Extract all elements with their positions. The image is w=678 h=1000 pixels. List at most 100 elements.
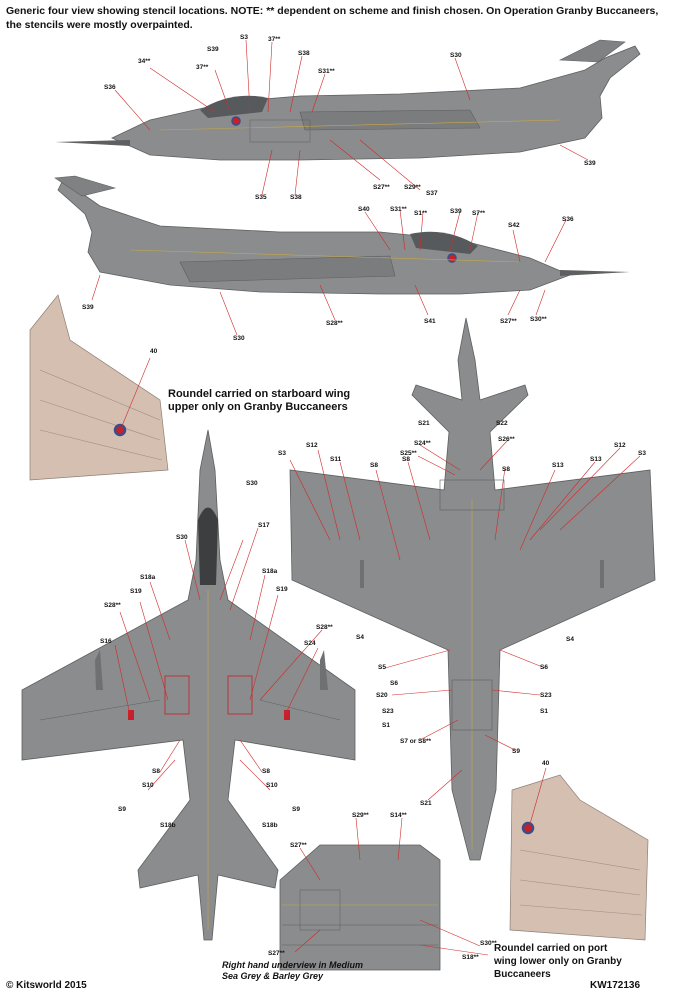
stencil-label: S19 bbox=[130, 588, 142, 595]
stencil-label: 37** bbox=[268, 36, 281, 43]
stencil-label: S3 bbox=[240, 34, 248, 41]
stencil-label: S35 bbox=[255, 194, 267, 201]
stencil-label: S13 bbox=[590, 456, 602, 463]
stencil-label: S36 bbox=[562, 216, 574, 223]
stencil-label: S10 bbox=[142, 782, 154, 789]
stencil-label: S8 bbox=[262, 768, 270, 775]
stencil-label: S8 bbox=[370, 462, 378, 469]
stencil-label: S20 bbox=[376, 692, 388, 699]
detail-underside-view bbox=[279, 844, 441, 971]
stencil-label: S9 bbox=[292, 806, 300, 813]
stencil-label: S28** bbox=[326, 320, 343, 327]
stencil-label: S42 bbox=[508, 222, 520, 229]
stencil-label: S30** bbox=[480, 940, 497, 947]
stencil-label: S10 bbox=[266, 782, 278, 789]
stencil-label: S29** bbox=[404, 184, 421, 191]
stencil-label: S7** bbox=[472, 210, 486, 217]
stencil-label: S27** bbox=[373, 184, 390, 191]
stencil-label: S18** bbox=[462, 954, 479, 961]
side-profile-starboard bbox=[55, 39, 641, 161]
stencil-label: S31** bbox=[318, 68, 335, 75]
stencil-label: S4 bbox=[566, 636, 574, 643]
stencil-label: S22 bbox=[496, 420, 508, 427]
side-profile-port bbox=[54, 175, 630, 295]
stencil-label: S14** bbox=[390, 812, 407, 819]
stencil-label: S13 bbox=[552, 462, 564, 469]
stencil-label: S18b bbox=[160, 822, 176, 829]
stencil-label: S25** bbox=[400, 450, 417, 457]
port-wing-roundel bbox=[521, 821, 535, 835]
canopy-port bbox=[410, 231, 478, 254]
stencil-label: S24** bbox=[414, 440, 431, 447]
plan-view-upper bbox=[21, 429, 356, 941]
stencil-label: S39 bbox=[207, 46, 219, 53]
stencil-label: S23 bbox=[540, 692, 552, 699]
stencil-label: S12 bbox=[614, 442, 626, 449]
starboard-roundel-note: Roundel carried on starboard wing upper … bbox=[168, 388, 351, 413]
stencil-label: 37** bbox=[196, 64, 209, 71]
stencil-label: S36 bbox=[104, 84, 116, 91]
stencil-label: S18b bbox=[262, 822, 278, 829]
wing-root bbox=[299, 109, 481, 131]
wing-sample-starboard-upper bbox=[29, 294, 169, 481]
stencil-label: S27** bbox=[290, 842, 307, 849]
stencil-label: S16 bbox=[100, 638, 112, 645]
stencil-label: S37 bbox=[426, 190, 438, 197]
plan-view-lower bbox=[289, 317, 656, 861]
stencil-label: S38 bbox=[290, 194, 302, 201]
stencil-label: S18a bbox=[140, 574, 156, 581]
stencil-label: S3 bbox=[638, 450, 646, 457]
stencil-label: S31** bbox=[390, 206, 407, 213]
stencil-label: S11 bbox=[330, 456, 342, 463]
stencil-label: S6 bbox=[540, 664, 548, 671]
stencil-label: S1** bbox=[414, 210, 428, 217]
stencil-label: S17 bbox=[258, 522, 270, 529]
stencil-label: S39 bbox=[82, 304, 94, 311]
stencil-label: S8 bbox=[152, 768, 160, 775]
stencil-label: S21 bbox=[420, 800, 432, 807]
stencil-label: S18a bbox=[262, 568, 278, 575]
tailplane bbox=[558, 39, 626, 63]
starboard-wing-roundel bbox=[113, 423, 127, 437]
stencil-label: S28** bbox=[316, 624, 333, 631]
stencil-label: S30 bbox=[246, 480, 258, 487]
stencil-label: S4 bbox=[356, 634, 364, 641]
stencil-label: S9 bbox=[512, 748, 520, 755]
stencil-label: S8 bbox=[502, 466, 510, 473]
port-roundel-note: Roundel carried on port wing lower only … bbox=[494, 943, 622, 980]
canopy-plan bbox=[198, 507, 218, 585]
stencil-label: S12 bbox=[306, 442, 318, 449]
stencil-label: S26** bbox=[498, 436, 515, 443]
stencil-label: S39 bbox=[450, 208, 462, 215]
canopy bbox=[200, 95, 268, 118]
stencil-label: S27** bbox=[500, 318, 517, 325]
stencil-label: S6 bbox=[390, 680, 398, 687]
stencil-label: S3 bbox=[278, 450, 286, 457]
stencil-label: S1 bbox=[382, 722, 390, 729]
stencil-label: S27** bbox=[268, 950, 285, 957]
stencil-label: S1 bbox=[540, 708, 548, 715]
stencil-label: S24 bbox=[304, 640, 316, 647]
stencil-label: S8 bbox=[402, 456, 410, 463]
leader-lines bbox=[91, 39, 641, 956]
stencil-label: S30 bbox=[450, 52, 462, 59]
stencil-label: S7 or S8** bbox=[400, 738, 432, 745]
roundel-marker: 40 bbox=[542, 760, 550, 767]
stencil-label: S40 bbox=[358, 206, 370, 213]
stencil-label: S28** bbox=[104, 602, 121, 609]
stencil-label: S30 bbox=[233, 335, 245, 342]
stencil-label: S9 bbox=[118, 806, 126, 813]
copyright: © Kitsworld 2015 bbox=[6, 980, 87, 991]
stencil-label: 34** bbox=[138, 58, 151, 65]
stencil-label: S39 bbox=[584, 160, 596, 167]
stencil-label: S21 bbox=[418, 420, 430, 427]
stencil-label: S30** bbox=[530, 316, 547, 323]
wing-sample-port-lower bbox=[509, 767, 649, 941]
stencil-label: S30 bbox=[176, 534, 188, 541]
fuselage-roundel bbox=[231, 116, 241, 126]
stencil-label: S41 bbox=[424, 318, 436, 325]
sheet-code: KW172136 bbox=[590, 980, 641, 991]
stencil-label: S5 bbox=[378, 664, 386, 671]
